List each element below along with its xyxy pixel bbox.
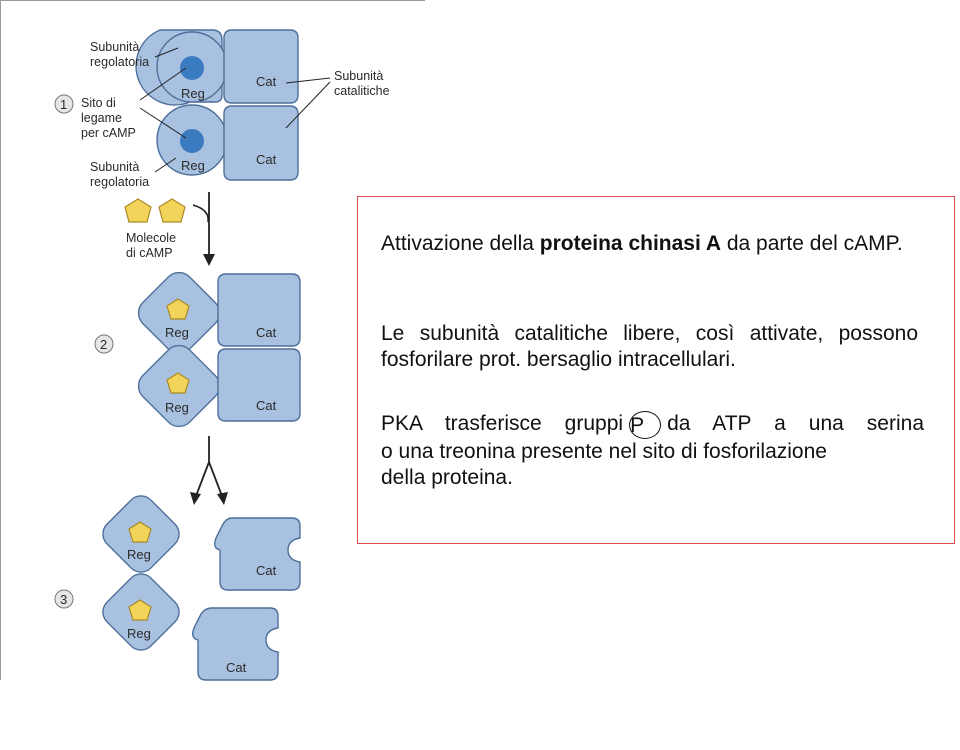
cat-label-1b: Cat [256, 152, 277, 167]
label-camp-site: Sito di legame per cAMP [81, 96, 136, 140]
bound-camp-2a [166, 298, 190, 320]
leader-cat-top [285, 77, 331, 84]
step-1-holoenzyme: Reg Reg Cat Cat Subunità regolatoria Sit… [54, 29, 390, 189]
cat-subunit-2a [217, 273, 301, 347]
split-arrow-right [208, 461, 223, 497]
cat-subunit-3b [191, 607, 279, 681]
step-3-number: 3 [60, 592, 67, 607]
label-camp-molecules: Molecole di cAMP [126, 231, 180, 260]
pka-activation-diagram: Reg Reg Cat Cat Subunità regolatoria Sit… [54, 29, 390, 681]
title-bold-pka: proteina chinasi A [539, 232, 722, 255]
step-2-number: 2 [100, 337, 107, 352]
phosphate-circle: P [629, 411, 662, 439]
camp-site-bottom [180, 129, 204, 153]
cat-subunit-top [223, 29, 299, 104]
step-1-2-arrow-head [203, 254, 215, 266]
leader-site-bottom [139, 107, 187, 139]
reg-label-3a: Reg [127, 547, 151, 562]
title-text-b: da parte del cAMP. [721, 232, 903, 255]
step-3-dissociated: Reg Reg Cat Cat 3 [54, 495, 301, 681]
cat-label-2b: Cat [256, 398, 277, 413]
frame-top-border [0, 0, 425, 1]
camp-molecule-1 [124, 198, 152, 223]
bound-camp-3b [128, 599, 152, 621]
step-2-badge [94, 334, 114, 354]
reg-label-1a: Reg [181, 86, 205, 101]
split-arrow-left [195, 461, 210, 497]
phospho-line-2: o una treonina presente nel sito di fosf… [381, 440, 827, 463]
explanation-title: Attivazione della proteina chinasi A da … [381, 231, 918, 257]
split-arrowhead-left [190, 492, 201, 505]
cat-subunit-bottom [223, 105, 299, 181]
bound-camp-2b [166, 372, 190, 394]
reg-label-2a: Reg [165, 325, 189, 340]
cat-label-2a: Cat [256, 325, 277, 340]
reg-label-2b: Reg [165, 400, 189, 415]
phospho-line-3: della proteina. [381, 466, 513, 489]
phospho-text-b: da ATP a una serina [667, 412, 924, 435]
label-cat-subunits: Subunità catalitiche [334, 69, 390, 98]
step-2-complex: Reg Reg Cat Cat 2 [94, 271, 301, 428]
camp-site-top [180, 56, 204, 80]
leader-site-top [139, 67, 187, 101]
cat-label-3b: Cat [226, 660, 247, 675]
bound-camp-3a [128, 521, 152, 543]
camp-molecules: Molecole di cAMP [124, 192, 215, 266]
reg-label-3b: Reg [127, 626, 151, 641]
step-3-badge [54, 589, 74, 609]
leader-cat-bottom [285, 81, 331, 129]
reg-label-1b: Reg [181, 158, 205, 173]
phospho-text-a: PKA trasferisce gruppi [381, 412, 624, 435]
split-arrowhead-right [217, 492, 228, 505]
leader-reg-bottom [154, 157, 177, 173]
label-reg-subunit-bottom: Subunità regolatoria [90, 160, 149, 189]
camp-molecule-2 [158, 198, 186, 223]
explanation-catalytic: Le subunità catalitiche libere, così att… [381, 322, 918, 371]
explanation-box: Attivazione della proteina chinasi A da … [357, 196, 955, 544]
frame-left-border [0, 0, 1, 680]
cat-label-3a: Cat [256, 563, 277, 578]
cat-subunit-2b [217, 348, 301, 422]
cat-subunit-3a [213, 517, 301, 591]
step-1-badge [54, 94, 74, 114]
title-text-a: Attivazione della [381, 232, 540, 255]
step-1-number: 1 [60, 97, 67, 112]
label-reg-subunit-top: Subunità regolatoria [90, 40, 149, 69]
cat-label-1a: Cat [256, 74, 277, 89]
split-arrows [190, 436, 228, 505]
leader-reg-top [154, 47, 179, 58]
camp-binding-curve [192, 204, 210, 223]
